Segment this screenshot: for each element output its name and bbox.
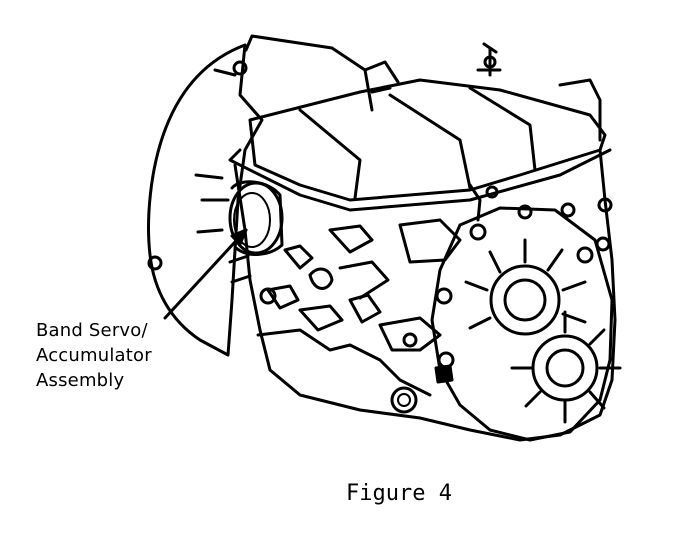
figure-caption: Figure 4 bbox=[346, 481, 452, 506]
housing-ribs bbox=[194, 173, 252, 284]
callout-line-3: Assembly bbox=[36, 370, 125, 391]
rear-flange-detail bbox=[363, 60, 400, 94]
case-bolt-4 bbox=[597, 197, 613, 213]
case-bolt-1 bbox=[485, 185, 499, 199]
valve-cover-ridge-2 bbox=[388, 93, 472, 190]
housing-bolt-left bbox=[147, 255, 163, 271]
callout-label: Band Servo/ Accumulator Assembly bbox=[36, 318, 152, 393]
case-details bbox=[266, 183, 482, 352]
case-bolt-6 bbox=[259, 287, 277, 305]
housing-bolt-top bbox=[232, 60, 248, 76]
callout-arrowhead bbox=[230, 228, 248, 246]
drain-plug bbox=[390, 386, 418, 414]
servo-cover-inner bbox=[233, 192, 271, 248]
bell-housing-outline bbox=[147, 43, 264, 357]
callout-line-1: Band Servo/ bbox=[36, 320, 148, 341]
case-bolt-3 bbox=[560, 202, 576, 218]
rear-flange bbox=[558, 78, 602, 142]
valve-cover bbox=[248, 78, 607, 202]
drain-plug-inner bbox=[397, 393, 411, 407]
valve-cover-ridge-1 bbox=[298, 108, 362, 200]
callout-leader bbox=[163, 228, 248, 320]
end-cover bbox=[430, 206, 614, 442]
valve-cover-ridge-3 bbox=[468, 86, 537, 172]
end-cover-bolt-2 bbox=[435, 287, 453, 305]
vent-tube bbox=[476, 42, 502, 77]
filler-plug bbox=[434, 364, 454, 384]
case-bolt-7 bbox=[402, 332, 418, 348]
servo-boss bbox=[230, 180, 284, 256]
end-cover-bolt-4 bbox=[576, 246, 594, 264]
main-case bbox=[233, 148, 617, 442]
lower-case-edge bbox=[256, 328, 432, 397]
vent-cap bbox=[483, 55, 497, 69]
case-bolt-2 bbox=[517, 204, 533, 220]
lower-gear-hub bbox=[510, 310, 622, 424]
end-cover-bolt-1 bbox=[469, 223, 487, 241]
upper-gear-hub bbox=[464, 238, 587, 336]
valve-cover-lip bbox=[228, 148, 612, 212]
callout-line-2: Accumulator bbox=[36, 345, 152, 366]
